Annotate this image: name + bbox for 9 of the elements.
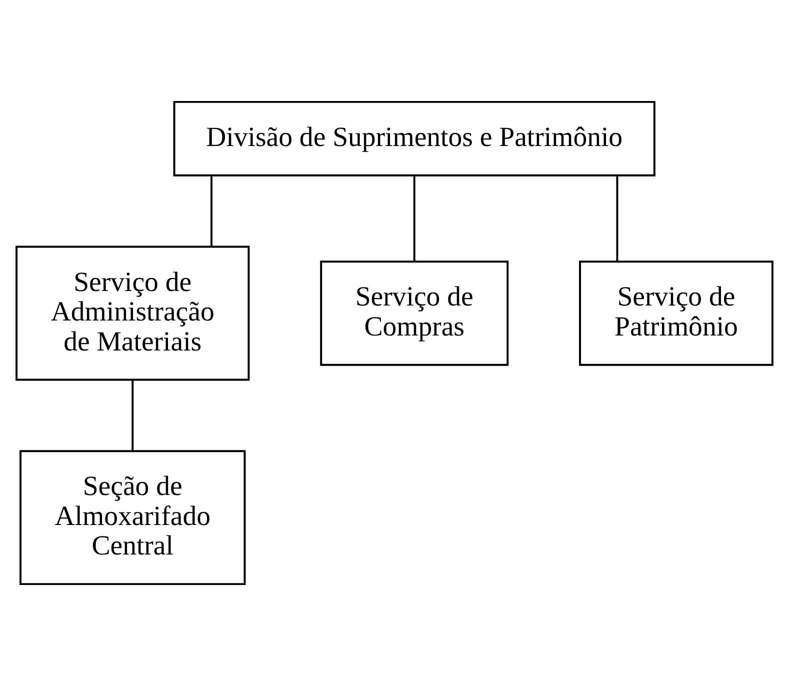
connector [616,176,618,262]
connector [413,176,416,262]
node-box: Divisão de Suprimentos e Patrimônio [173,100,656,176]
connector [132,380,134,451]
node-box: Serviço de Patrimônio [579,260,774,366]
node-box: Serviço de Administração de Materiais [16,246,250,381]
connector [210,176,212,247]
node-box: Seção de Almoxarifado Central [20,450,246,586]
node-box: Serviço de Compras [320,260,509,366]
